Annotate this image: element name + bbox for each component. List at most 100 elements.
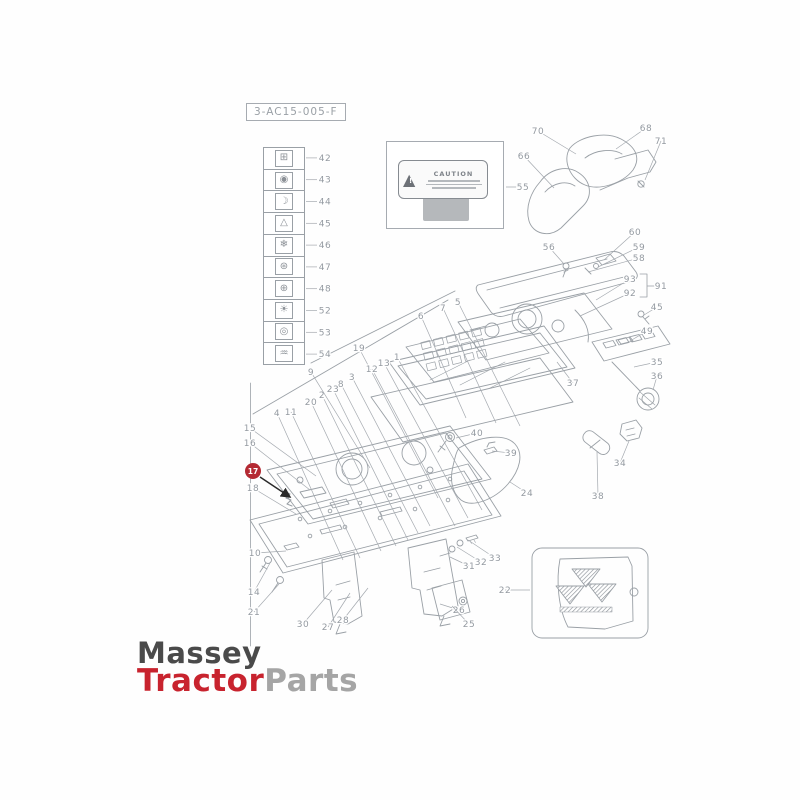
part-callout-number: 55 (517, 183, 529, 193)
decal-cell: ☽ (264, 191, 304, 214)
mf-logo-decal-box (531, 547, 649, 639)
part-callout-number: 10 (249, 549, 261, 559)
part-callout-number: 23 (327, 385, 339, 395)
highlighted-part-marker (245, 463, 261, 479)
lens-panel (388, 325, 576, 406)
part-callout-number: 34 (614, 459, 626, 469)
screw (637, 310, 645, 318)
part-callout-number: 35 (651, 358, 663, 368)
caution-fine-print-line (425, 183, 482, 186)
speedometer-dial (511, 303, 543, 335)
hazard-warning-indicator-icon: △ (275, 214, 293, 232)
highlighted-part-number: 17 (248, 467, 258, 476)
part-callout-number: 20 (305, 398, 317, 408)
part-callout-number: 36 (651, 372, 663, 382)
mounting-plate (249, 463, 502, 574)
part-callout-number: 91 (655, 282, 667, 292)
front-glass (370, 357, 574, 443)
top-cover-panel (475, 251, 638, 317)
caution-decal-tab (423, 196, 469, 221)
part-callout-number: 4 (274, 409, 280, 419)
part-callout-number: 93 (624, 275, 636, 285)
part-callout-number: 37 (567, 379, 579, 389)
brand-word-parts: Parts (264, 662, 359, 699)
part-callout-number: 68 (640, 124, 652, 134)
switch (619, 419, 643, 442)
caution-fine-print-line (427, 180, 480, 182)
gasket (451, 436, 521, 504)
side-bracket (431, 579, 471, 621)
part-callout-number: 58 (633, 254, 645, 264)
part-callout-number: 21 (248, 608, 260, 618)
part-callout-number: 15 (244, 424, 256, 434)
part-callout-number: 12 (366, 365, 378, 375)
part-callout-number: 7 (440, 304, 446, 314)
battery-indicator-icon: ⊞ (275, 149, 293, 167)
decal-cell: ❄ (264, 235, 304, 257)
decal-cell: ⊕ (264, 278, 304, 300)
part-callout-number: 66 (518, 152, 530, 162)
pto-indicator-icon: ♒ (275, 345, 293, 363)
brand-word-tractor: Tractor (137, 662, 265, 699)
decal-callout-number: 42 (319, 154, 331, 164)
part-callout-number: 92 (624, 289, 636, 299)
mounting-bracket (407, 538, 459, 617)
lamp-holder (483, 446, 498, 455)
mf-logo-triangle (587, 583, 617, 603)
headlight-indicator-icon: ◉ (275, 171, 293, 189)
bulb (582, 430, 611, 455)
glow-plug-indicator-icon: ⊕ (275, 280, 293, 298)
work-lamp-indicator-icon: ☀ (275, 301, 293, 319)
part-callout-number: 49 (641, 327, 653, 337)
cover-screw (562, 262, 570, 270)
part-callout-number: 56 (543, 243, 555, 253)
decal-panel-outline (557, 556, 634, 630)
connector-strip (591, 325, 671, 362)
part-callout-number: 60 (629, 228, 641, 238)
decal-cell: ♒ (264, 343, 304, 364)
shroud-upper-shell (566, 134, 638, 188)
mounting-bracket (321, 551, 363, 625)
part-callout-number: 24 (521, 489, 533, 499)
warning-light-decal-strip: ⊞◉☽△❄⊛⊕☀◎♒ (263, 147, 305, 365)
part-callout-number: 5 (455, 298, 461, 308)
part-callout-number: 71 (655, 137, 667, 147)
highlighted-callout-17: 17 (245, 463, 292, 498)
air-filter-indicator-icon: ⊛ (275, 258, 293, 276)
decal-callout-number: 47 (319, 263, 331, 273)
drawing-number-box: 3-AC15-005-F (246, 103, 346, 121)
part-callout-number: 13 (378, 359, 390, 369)
part-callout-number: 45 (651, 303, 663, 313)
caution-decal-box: ▲! CAUTION (386, 141, 504, 229)
part-callout-number: 19 (353, 344, 365, 354)
decal-callout-number: 53 (319, 328, 331, 338)
part-callout-number: 16 (244, 439, 256, 449)
part-callout-number: 40 (471, 429, 483, 439)
decal-callout-number: 52 (319, 307, 331, 317)
knob (636, 387, 660, 411)
part-callout-number: 33 (489, 554, 501, 564)
mf-logo-wordmark-bar (559, 606, 613, 613)
decal-callout-number: 48 (319, 285, 331, 295)
part-callout-number: 38 (592, 492, 604, 502)
decal-cell: ⊛ (264, 257, 304, 279)
part-callout-number: 3 (349, 373, 355, 383)
part-callout-number: 70 (532, 127, 544, 137)
part-callout-number: 6 (418, 312, 424, 322)
shroud-screw (637, 180, 645, 188)
gauge-dial (484, 322, 500, 338)
part-callout-number: 31 (463, 562, 475, 572)
instrument-housing (266, 425, 492, 525)
part-callout-number: 30 (297, 620, 309, 630)
decal-cell: ◉ (264, 170, 304, 192)
part-callout-number: 14 (248, 588, 260, 598)
mf-logo-triangle (571, 568, 601, 588)
fan-indicator-icon: ❄ (275, 236, 293, 254)
circuit-board (405, 318, 550, 383)
part-callout-number: 8 (338, 380, 344, 390)
decal-callout-number: 46 (319, 241, 331, 251)
part-callout-number: 2 (319, 391, 325, 401)
massey-tractor-parts-logo: Massey TractorParts (137, 639, 358, 696)
